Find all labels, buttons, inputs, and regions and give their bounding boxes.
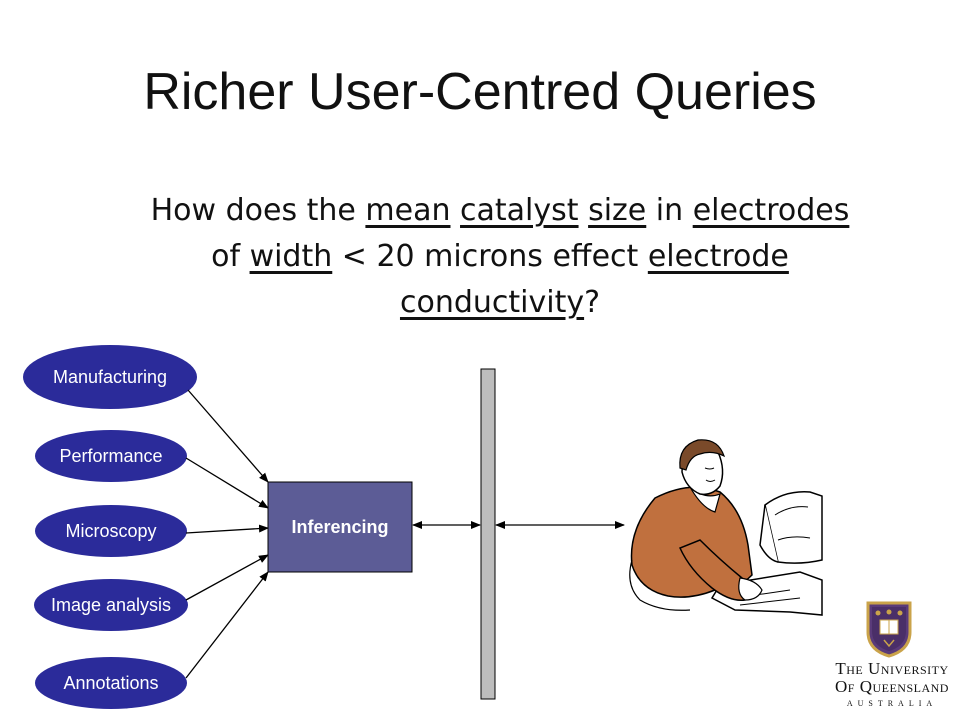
logo-line-1: The University [835,659,949,678]
source-node-microscopy: Microscopy [35,505,187,557]
query-term: conductivity [399,285,585,320]
interface-barrier [480,368,496,700]
inferencing-box: Inferencing [267,481,413,573]
query-term: size [588,193,647,228]
arrow-microscopy [185,524,269,534]
logo-line-3: AUSTRALIA [846,699,938,708]
university-crest-icon [866,601,912,658]
logo-line-2: Of Queensland [835,677,949,696]
university-logo: The University Of Queensland AUSTRALIA [832,659,952,709]
query-term: mean [365,193,451,228]
source-node-manufacturing: Manufacturing [23,345,197,409]
query-term: electrodes [692,193,850,228]
query-text: How does the mean catalyst size in elect… [150,188,850,326]
arrow-performance [185,457,269,509]
arrow-manufacturing [187,389,269,483]
source-node-label: Image analysis [51,595,171,615]
query-term: electrode [647,239,789,274]
source-node-label: Performance [59,446,162,466]
person-at-computer-icon [629,439,823,616]
arrow-image-analysis [185,554,269,601]
source-node-performance: Performance [35,430,187,482]
slide-title: Richer User-Centred Queries [143,63,817,121]
query-term: catalyst [460,193,579,228]
query-text-fragment: of [211,239,250,274]
source-node-annotations: Annotations [35,657,187,709]
query-text-fragment: ? [584,285,601,320]
arrow-annotations [185,571,269,679]
query-text-fragment: How does the [150,193,366,228]
query-text-fragment: in [646,193,693,228]
source-node-label: Annotations [63,673,158,693]
query-text-fragment: < 20 microns effect [332,239,648,274]
inferencing-label: Inferencing [291,517,388,537]
query-term: width [249,239,333,274]
source-node-label: Microscopy [65,521,156,541]
source-node-label: Manufacturing [53,367,167,387]
source-node-image-analysis: Image analysis [34,579,188,631]
